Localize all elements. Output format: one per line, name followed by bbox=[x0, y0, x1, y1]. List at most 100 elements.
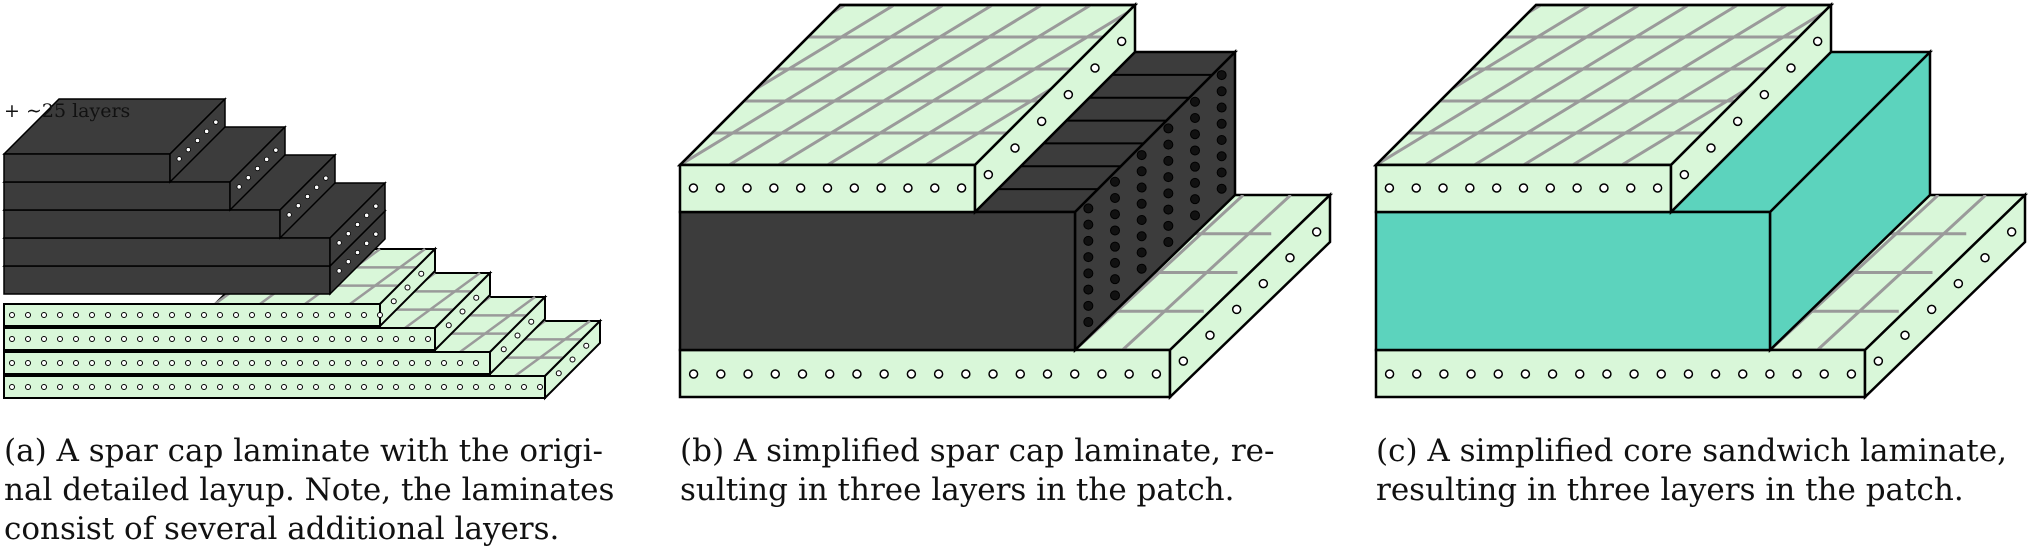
hatch-line bbox=[1376, 5, 1591, 165]
fiber-dot bbox=[1572, 183, 1582, 193]
fiber-dot bbox=[1231, 304, 1242, 315]
fiber-dot bbox=[822, 183, 833, 193]
fiber-dot bbox=[169, 312, 175, 318]
fiber-dot bbox=[521, 384, 527, 390]
fiber-dot bbox=[583, 342, 590, 349]
fiber-dot bbox=[1980, 253, 1990, 263]
spar-cap-dot bbox=[1216, 86, 1227, 97]
spar-cap-dot bbox=[1163, 188, 1174, 199]
hatch-line bbox=[1121, 195, 1292, 350]
fiber-dot bbox=[879, 369, 889, 379]
fiber-dot bbox=[1765, 369, 1775, 379]
carbon-dot bbox=[213, 119, 219, 125]
fiber-dot bbox=[1652, 183, 1663, 193]
carbon-dot bbox=[185, 147, 191, 153]
fiber-dot bbox=[876, 183, 886, 193]
hatch-line bbox=[1571, 5, 1831, 165]
fiber-dot bbox=[345, 336, 351, 342]
spar-cap-dot bbox=[1216, 70, 1227, 81]
fiber-dot bbox=[1926, 304, 1937, 315]
fiber-dot bbox=[489, 384, 495, 390]
fiber-dot bbox=[361, 384, 367, 390]
carbon-dot bbox=[194, 137, 201, 144]
fiber-dot bbox=[73, 312, 79, 318]
carbon-dot bbox=[314, 184, 320, 190]
fiber-dot bbox=[137, 384, 143, 390]
spar-cap-dot bbox=[1083, 300, 1094, 311]
hatch-line bbox=[1424, 5, 1690, 165]
fiber-dot bbox=[409, 336, 415, 342]
caption-b-line-1: (b) A simplified spar cap laminate, re- bbox=[680, 433, 1275, 469]
fiber-dot bbox=[201, 360, 207, 366]
carbon-layer-front bbox=[3, 237, 331, 267]
fiber-dot bbox=[988, 369, 998, 379]
spar-cap-dot bbox=[1190, 177, 1200, 188]
carbon-layer-front bbox=[3, 181, 231, 211]
fiber-dot bbox=[1491, 183, 1502, 193]
fiber-dot bbox=[217, 312, 223, 318]
fiber-dot bbox=[1285, 253, 1295, 263]
panel-b-top-layer-side bbox=[973, 1, 1137, 216]
caption-c: (c) A simplified core sandwich laminate,… bbox=[1376, 432, 2026, 510]
carbon-layer-front bbox=[3, 209, 281, 239]
fiber-dot bbox=[121, 336, 127, 342]
fiber-dot bbox=[1819, 369, 1829, 379]
fiber-dot bbox=[249, 336, 255, 342]
hatch-line bbox=[1816, 195, 1987, 350]
fiber-dot bbox=[41, 384, 47, 390]
fiber-dot bbox=[1792, 369, 1802, 379]
fiber-dot bbox=[9, 312, 15, 318]
fiber-dot bbox=[1599, 183, 1609, 193]
spar-cap-dot bbox=[1083, 268, 1094, 279]
fiber-dot bbox=[105, 312, 111, 318]
carbon-dot bbox=[236, 184, 242, 190]
fiber-dot bbox=[393, 336, 399, 342]
fiber-dot bbox=[1710, 369, 1721, 379]
fiber-dot bbox=[73, 384, 79, 390]
fiber-dot bbox=[345, 384, 351, 390]
panel-b-fiber-dots bbox=[688, 36, 1322, 379]
fiber-dot bbox=[73, 336, 79, 342]
spar-cap-dot bbox=[1216, 151, 1227, 162]
panel-a-drawing bbox=[2, 97, 603, 401]
spar-cap-dot bbox=[1190, 194, 1200, 205]
carbon-dot bbox=[204, 128, 210, 134]
carbon-dot bbox=[373, 203, 379, 209]
spar-cap-dot bbox=[1083, 284, 1094, 295]
panel-b-bottom-layer-side bbox=[1168, 192, 1332, 400]
fiber-dot bbox=[313, 384, 319, 390]
fiber-dot bbox=[265, 312, 271, 318]
spar-cap-dot bbox=[1110, 274, 1120, 285]
panel-a-layer-annotation: + ∼25 layers bbox=[4, 100, 131, 122]
fiber-dot bbox=[297, 336, 303, 342]
fiber-dot bbox=[393, 384, 399, 390]
spar-cap-dot bbox=[1190, 112, 1200, 123]
fiber-dot bbox=[983, 169, 994, 180]
caption-c-line-2: resulting in three layers in the patch. bbox=[1376, 472, 1964, 508]
fiber-dot bbox=[89, 360, 95, 366]
fiber-dot bbox=[514, 332, 521, 339]
fiber-dot bbox=[121, 360, 127, 366]
spar-cap-dot bbox=[1136, 247, 1147, 258]
hatch-line bbox=[1966, 5, 2029, 165]
fiber-dot bbox=[1706, 143, 1716, 153]
panel-b-spar-cap-dots bbox=[1083, 70, 1227, 328]
fiber-dot bbox=[249, 312, 255, 318]
fiber-dot bbox=[105, 384, 111, 390]
fiber-dot bbox=[345, 312, 351, 318]
fiber-dot bbox=[393, 360, 399, 366]
spar-cap-dot bbox=[1163, 237, 1174, 248]
fiber-dot bbox=[1846, 369, 1857, 379]
fiber-dot bbox=[1626, 183, 1636, 193]
hatch-line bbox=[728, 5, 994, 165]
fiber-dot bbox=[217, 384, 223, 390]
fiber-dot bbox=[41, 360, 47, 366]
hatch-line bbox=[459, 295, 536, 354]
fiber-dot bbox=[1411, 183, 1421, 193]
spar-cap-dot bbox=[1163, 220, 1174, 231]
fiber-dot bbox=[57, 360, 63, 366]
fiber-dot bbox=[361, 336, 367, 342]
fiber-dot bbox=[233, 384, 239, 390]
fiber-dot bbox=[1090, 63, 1100, 73]
fiber-dot bbox=[797, 369, 808, 379]
